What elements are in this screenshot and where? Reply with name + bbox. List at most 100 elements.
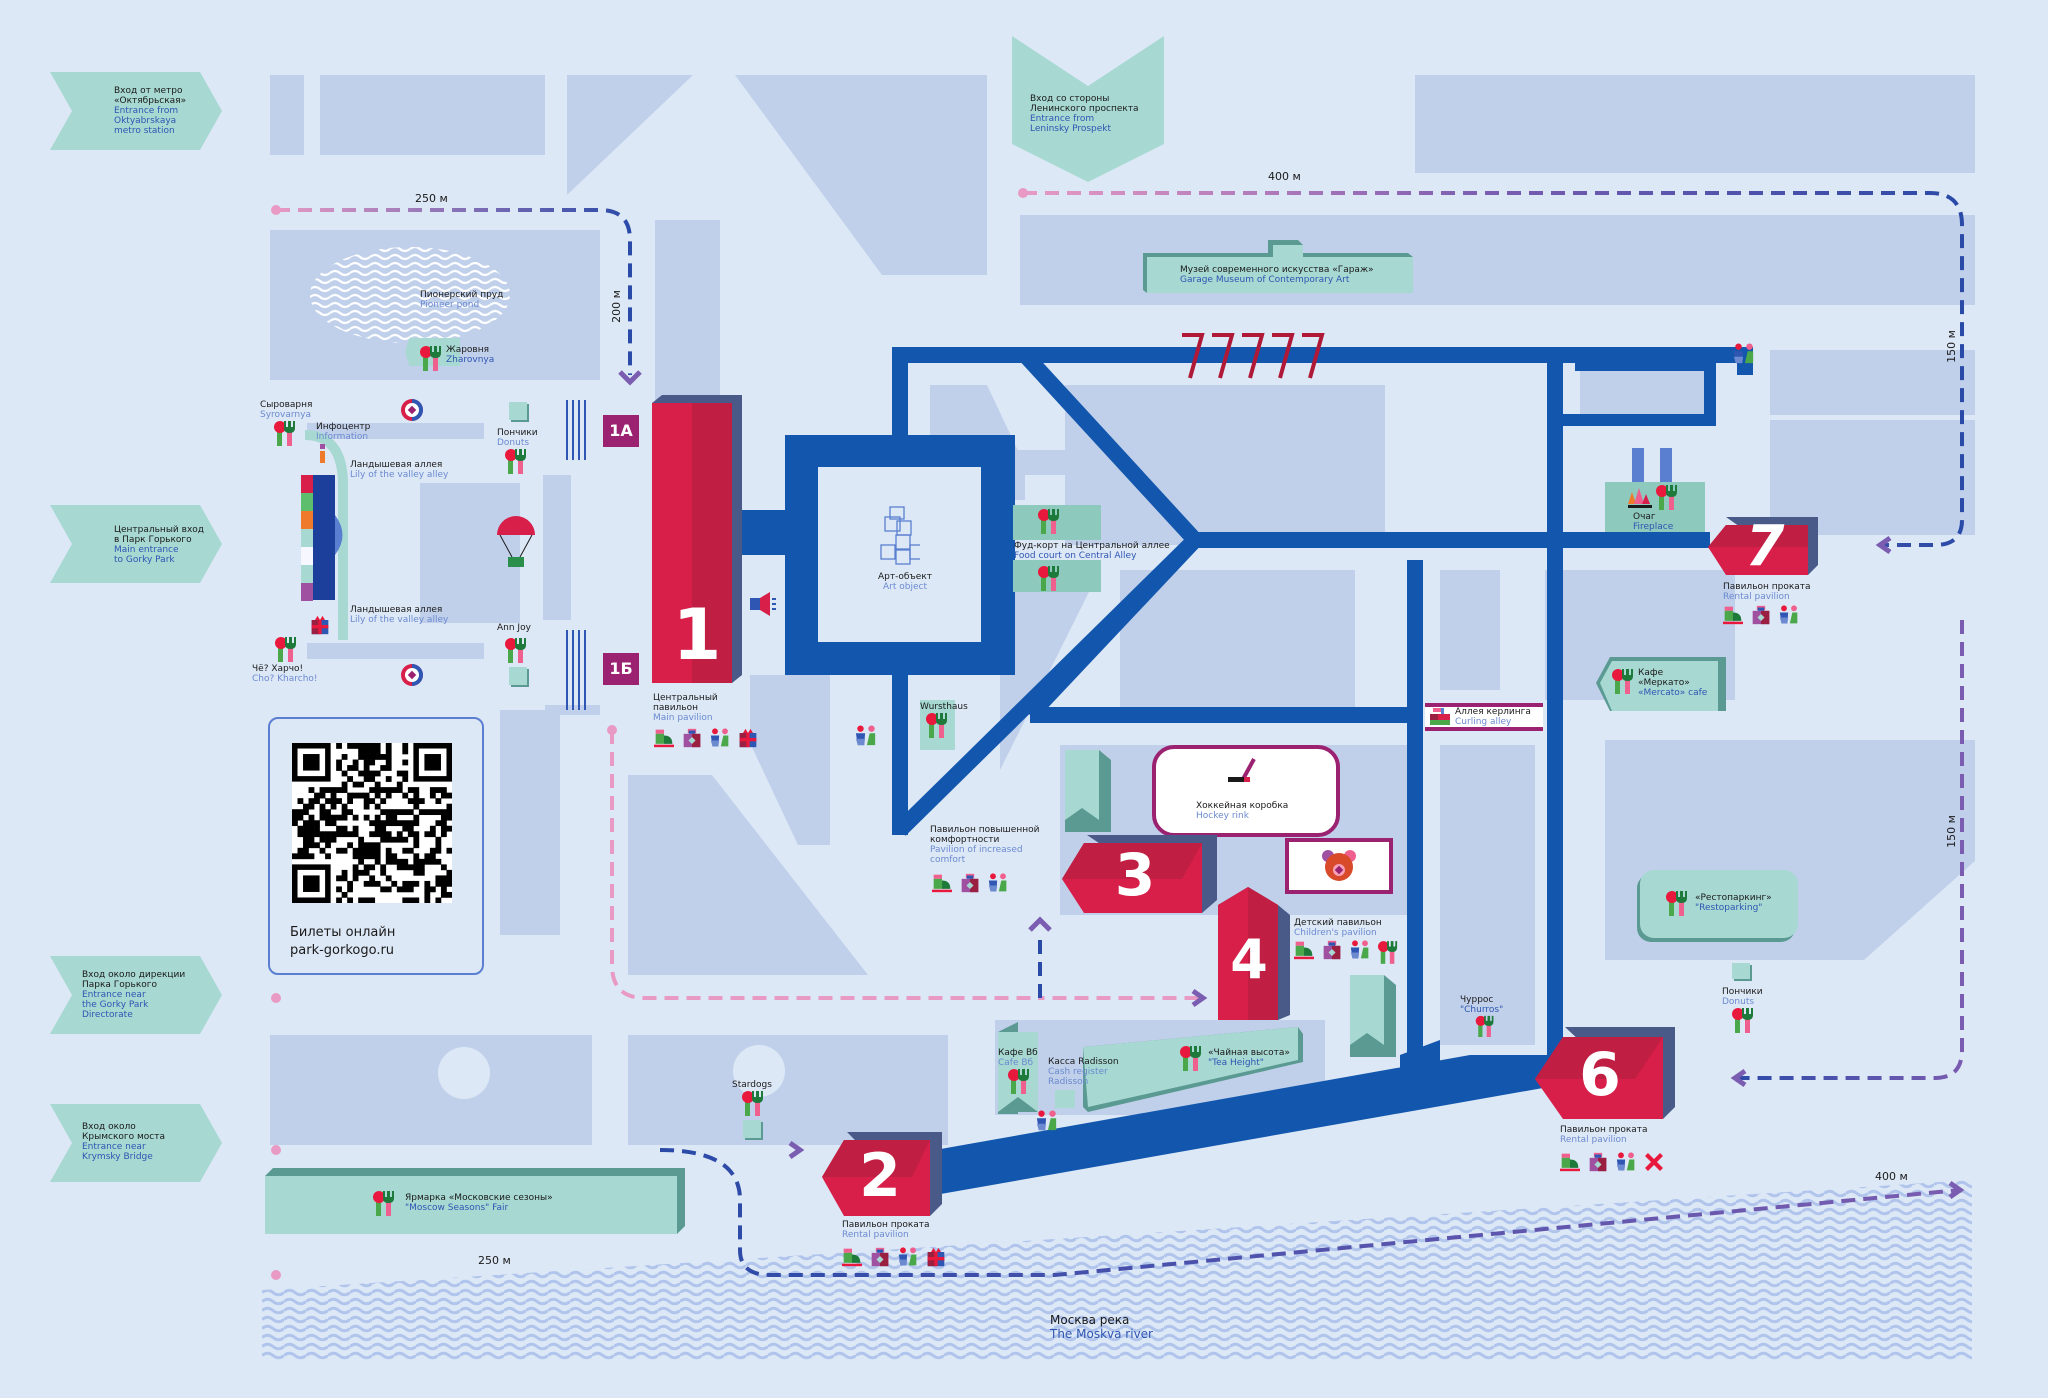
infocenter[interactable]: Инфоцентр Information (316, 422, 370, 442)
pavilion-ru: Павильон проката (842, 1220, 930, 1230)
pavilion-3[interactable] (1062, 835, 1217, 915)
first-aid-icon (1588, 1152, 1608, 1172)
pavilion-1[interactable] (652, 395, 744, 685)
pavilion-3-number: 3 (1114, 841, 1156, 909)
food-icon (505, 448, 527, 474)
entrance-directorate[interactable]: Вход около дирекции Парка Горького Entra… (50, 956, 222, 1034)
comfort-en: comfort (930, 855, 966, 865)
curling-ru: Аллея керлинга (1455, 707, 1531, 717)
first-aid-icon (870, 1247, 890, 1267)
pavilion-ru: Центральный (653, 693, 718, 703)
pavilion-7-amenities (1723, 605, 1799, 625)
distance-150-lower: 150 м (1944, 815, 1958, 848)
restoparking-ru: «Рестопаркинг» (1695, 893, 1772, 903)
garage-museum-building[interactable] (1143, 235, 1415, 295)
block (1770, 350, 1975, 415)
entrance-en-l1: Entrance from (114, 106, 179, 116)
balloon-icon (497, 516, 535, 567)
entrance-oktyabrskaya[interactable]: Вход от метро «Октябрьская» Entrance fro… (50, 72, 222, 150)
syrovarnya[interactable]: Сыроварня Syrovarnya (260, 400, 312, 450)
pavilion-2-number: 2 (859, 1141, 901, 1211)
restoparking-building[interactable] (1640, 870, 1798, 938)
first-aid-icon (682, 728, 702, 748)
cafe-bo-en: Cafe Bб (998, 1058, 1034, 1068)
wursthaus[interactable]: Wursthaus (920, 702, 968, 742)
block (1440, 570, 1500, 690)
toilet-icon (855, 725, 877, 747)
kids-area[interactable] (1285, 838, 1393, 894)
block (1770, 420, 1975, 535)
stardogs-kiosk (743, 1120, 761, 1138)
food-icon (1474, 1015, 1496, 1037)
toilet-icon (1779, 605, 1799, 625)
fireplace-building[interactable] (1605, 482, 1705, 532)
skate-icon (932, 873, 952, 893)
restoparking-label: «Рестопаркинг» "Restoparking" (1695, 893, 1772, 913)
gate-1b[interactable]: 1Б (603, 653, 639, 685)
kharcho[interactable]: Чё? Харчо! Cho? Kharcho! (252, 664, 318, 684)
skate-icon (1294, 940, 1314, 960)
pond-ru: Пионерский пруд (420, 290, 504, 300)
entrance-leninsky[interactable]: Вход со стороны Ленинского проспекта Ent… (1012, 36, 1164, 182)
cafe-bo[interactable]: Кафе Вб Cafe Bб (998, 1048, 1038, 1098)
distance-400-bottom: 400 м (1875, 1170, 1908, 1183)
pavilion-ru: павильон (653, 703, 698, 713)
curling-alley[interactable]: Аллея керлинга Curling alley (1425, 703, 1543, 731)
stardogs[interactable]: Stardogs (732, 1080, 772, 1120)
food-icon (373, 1190, 395, 1216)
pavilion-en: Rental pavilion (1560, 1135, 1627, 1145)
kiosk-ann-joy (509, 667, 527, 685)
gate-1a[interactable]: 1А (603, 415, 639, 447)
moscow-seasons-fair[interactable] (265, 1168, 685, 1238)
block (543, 475, 571, 620)
churros[interactable]: Чуррос "Churros" (1460, 995, 1503, 1041)
info-icon (318, 444, 326, 464)
donuts-left[interactable]: Пончики Donuts (497, 428, 538, 478)
infocenter-ru: Инфоцентр (316, 422, 371, 432)
radisson-cashier[interactable]: Касса Radisson Cash register Radisson (1048, 1057, 1119, 1087)
block (545, 705, 600, 715)
mercato-en: «Mercato» cafe (1638, 688, 1708, 698)
toilet-icon (1350, 940, 1370, 960)
food-icon (1666, 890, 1688, 916)
first-aid-icon (1322, 940, 1342, 960)
entrance-ru-l2: «Октябрьская» (114, 96, 187, 106)
pavilion-7[interactable] (1708, 517, 1818, 579)
curling-en: Curling alley (1455, 717, 1512, 727)
food-icon (742, 1090, 764, 1116)
food-icon (505, 637, 527, 663)
pavilion-ru: Павильон проката (1560, 1125, 1648, 1135)
syrovarnya-en: Syrovarnya (260, 410, 311, 420)
pavilion-en: Rental pavilion (1723, 592, 1790, 602)
pavilion-7-label: Павильон проката Rental pavilion (1723, 582, 1811, 602)
pavilion-4[interactable] (1218, 885, 1290, 1020)
art-object-ru: Арт-объект (878, 572, 932, 582)
hockey-rink[interactable]: Хоккейная коробка Hockey rink (1152, 745, 1340, 837)
food-court[interactable]: Фуд-корт на Центральной аллее Food court… (1014, 541, 1170, 561)
tickets-url[interactable]: park-gorkogo.ru (290, 943, 395, 958)
entrance-en-l1: Entrance near (82, 990, 146, 1000)
lily-alley-en: Lily of the valley alley (350, 470, 449, 480)
tea-height-building[interactable] (998, 1022, 1308, 1117)
donuts-right[interactable]: Пончики Donuts (1722, 987, 1763, 1037)
lily-alley-ru: Ландышевая аллея (350, 605, 443, 615)
zharovnya-ru: Жаровня (446, 345, 490, 355)
ann-joy[interactable]: Ann Joy (497, 623, 531, 667)
stardogs-ru: Stardogs (732, 1080, 772, 1090)
building-3d (1065, 750, 1111, 832)
chevron-markers (1182, 333, 1325, 379)
entrance-main[interactable]: Центральный вход в Парк Горького Main en… (50, 505, 222, 583)
block (423, 485, 485, 623)
tickets-panel[interactable]: Билеты онлайн park-gorkogo.ru (268, 717, 484, 975)
entrance-ru-l1: Центральный вход (114, 525, 204, 535)
lily-alley-en: Lily of the valley alley (350, 615, 449, 625)
pavilion-2-label: Павильон проката Rental pavilion (842, 1220, 930, 1240)
pavilion-6-label: Павильон проката Rental pavilion (1560, 1125, 1648, 1145)
pavilion-2[interactable] (822, 1132, 942, 1217)
pavilion-3-amenities (932, 873, 1008, 893)
qr-code[interactable] (292, 743, 453, 904)
entrance-krymsky-bridge[interactable]: Вход около Крымского моста Entrance near… (50, 1104, 222, 1182)
pavilion-6[interactable] (1535, 1027, 1675, 1119)
pioneer-pond (310, 247, 510, 343)
